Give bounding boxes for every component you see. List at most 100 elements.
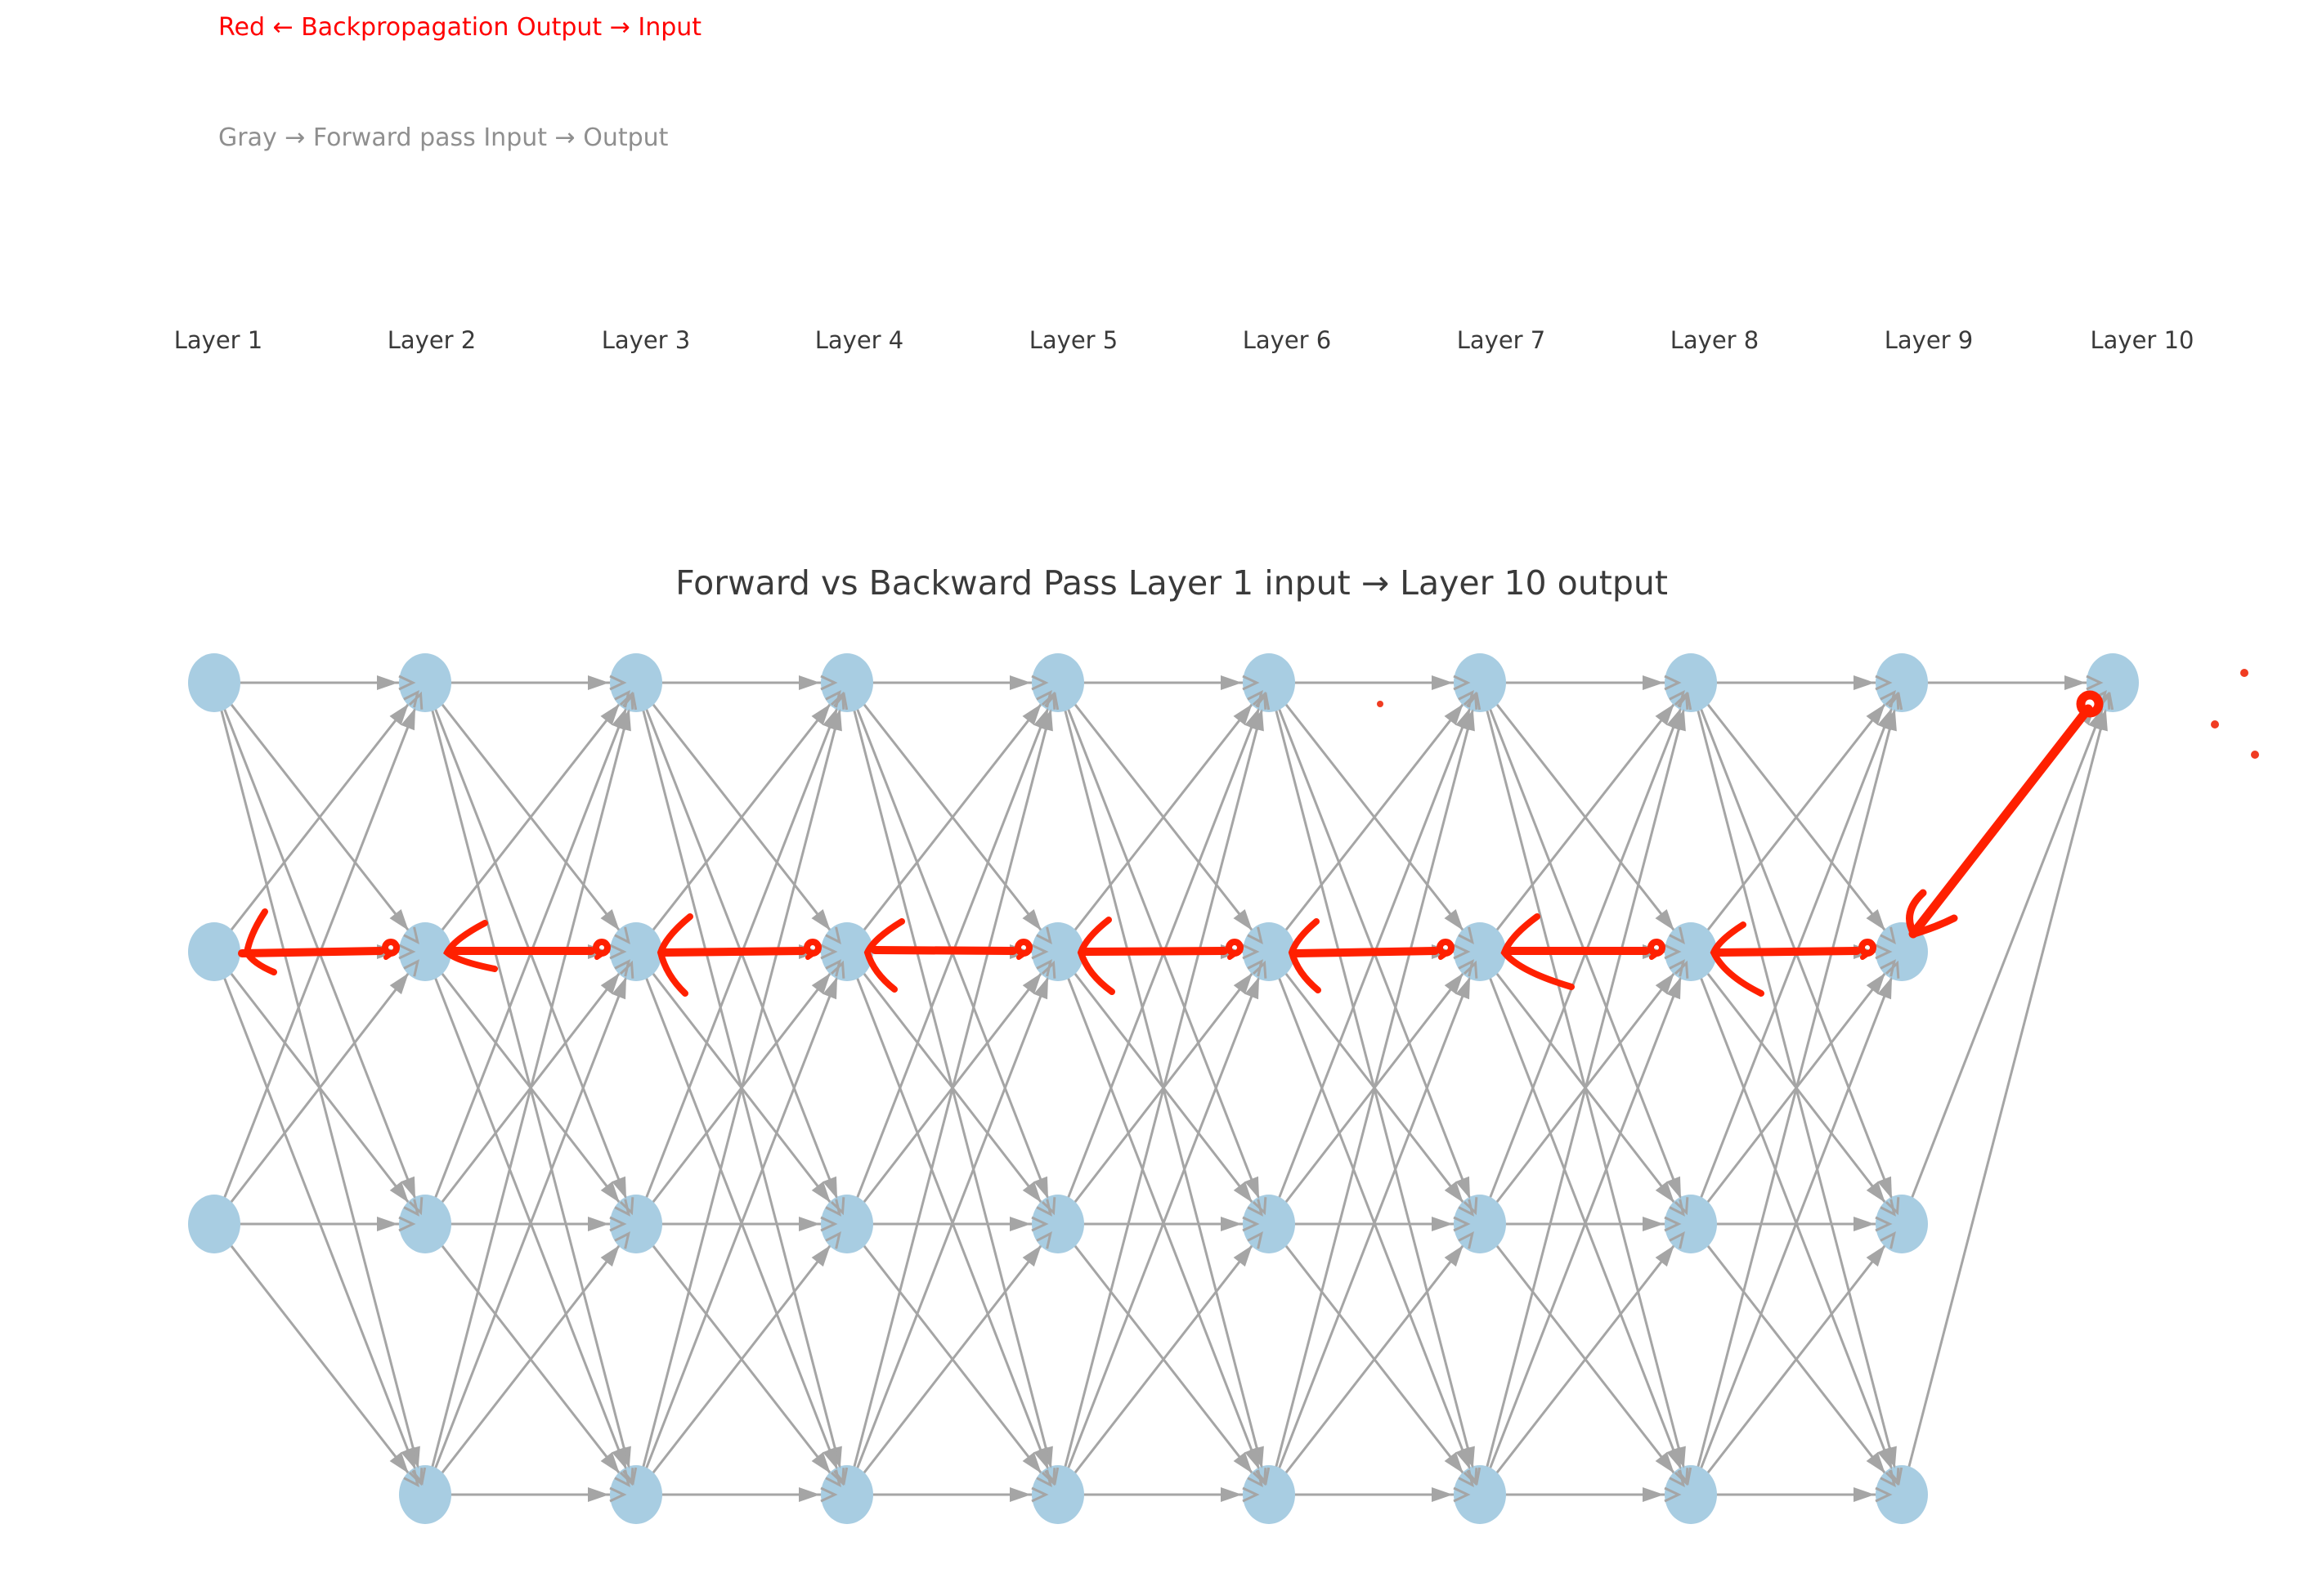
forward-chevron [1888,692,1903,711]
forward-chevron [2086,675,2104,691]
forward-arrowhead [811,1245,831,1267]
forward-chevron [830,1197,845,1216]
forward-arrowhead [1221,1487,1242,1502]
forward-arrowhead [1010,675,1031,690]
forward-arrowhead [1244,1446,1260,1470]
neuron-node [1876,1465,1928,1524]
forward-chevron [1242,675,1260,691]
backprop-arrowhead [443,920,498,972]
forward-arrowhead [1877,1176,1893,1199]
neuron-node [1032,1465,1084,1524]
neuron-node [821,1195,873,1253]
forward-chevron [1463,1468,1478,1486]
forward-arrowhead [1221,1217,1242,1231]
forward-arrowhead [1010,1487,1031,1502]
forward-edge [1267,1223,1482,1495]
forward-chevron [1669,1199,1685,1217]
neuron-node [1665,1465,1717,1524]
forward-edges [213,681,2114,1496]
forward-edge [1689,682,1903,953]
forward-chevron [1252,1468,1267,1486]
forward-chevron [1041,1468,1056,1486]
forward-chevron [619,1197,634,1216]
backprop-stroke [1715,947,1861,957]
neuron-node [821,1465,873,1524]
forward-chevron [830,691,845,710]
forward-arrowhead [1655,1181,1674,1203]
neuron-node [399,653,451,712]
layer-label: Layer 10 [2091,326,2194,354]
forward-arrowhead [2064,675,2086,690]
forward-edge [213,1223,427,1495]
forward-arrowhead [1877,976,1893,1000]
forward-chevron [1031,1486,1049,1503]
forward-edge [1478,1223,1692,1495]
backprop-arrowhead [1077,917,1115,995]
forward-chevron [1880,959,1896,977]
forward-chevron [1458,1469,1474,1487]
forward-chevron [1669,1231,1685,1249]
forward-chevron [1453,944,1471,960]
forward-arrowhead [1882,708,1897,732]
forward-chevron [1885,1468,1900,1486]
forward-arrowhead [823,1446,838,1470]
forward-arrowhead [1444,909,1464,931]
forward-edge [1478,951,1692,1495]
forward-arrowhead [1244,1176,1260,1199]
forward-chevron [1880,926,1896,944]
forward-chevron [1453,1216,1471,1232]
forward-arrowhead [612,976,627,1000]
backprop-blob-tail [1649,948,1665,960]
neuron-node [1243,922,1295,981]
forward-chevron [833,692,849,711]
forward-chevron [408,691,424,710]
backprop-arrowhead [657,913,693,997]
neuron-nodes [188,653,2139,1524]
backprop-arrowhead [243,908,277,975]
forward-edge [845,682,1060,1495]
forward-chevron [1242,1216,1260,1232]
forward-chevron [403,959,419,977]
layer-label: Layer 8 [1670,326,1759,354]
forward-chevron [1664,1216,1682,1232]
layer-label: Layer 6 [1243,326,1332,354]
forward-chevron [820,675,838,691]
neuron-node [399,1465,451,1524]
backprop-arrowhead [1710,921,1764,997]
forward-arrowhead [389,909,409,931]
forward-legend: Gray → Forward pass Input → Output [218,123,669,152]
forward-chevron [614,1469,630,1487]
forward-arrowhead [2093,708,2108,732]
forward-edge [845,951,1060,1495]
forward-chevron [1463,691,1478,710]
backprop-blob-tail [1860,948,1876,960]
forward-arrowhead [1444,973,1464,995]
forward-arrowhead [1022,973,1042,995]
forward-arrowhead [612,1176,627,1199]
forward-chevron [1242,944,1260,960]
forward-arrowhead [1455,1176,1471,1199]
forward-edge [1267,682,1482,1495]
forward-chevron [1036,926,1052,944]
forward-edge [1056,682,1271,953]
forward-chevron [1041,960,1056,979]
forward-chevron [1031,944,1049,960]
layer-label: Layer 1 [174,326,263,354]
backprop-arrowhead [863,918,905,993]
forward-chevron [398,1216,416,1232]
forward-chevron [398,944,416,960]
neuron-node [1243,653,1295,712]
forward-chevron [1458,959,1474,977]
forward-chevron [825,959,841,977]
forward-chevron [825,1199,841,1217]
backprop-stroke [871,946,1017,955]
forward-arrowhead [377,1217,398,1231]
forward-arrowhead [1038,708,1053,732]
forward-arrowhead [600,1451,620,1473]
forward-arrowhead [811,973,831,995]
neuron-node [1665,1195,1717,1253]
forward-arrowhead [1022,1451,1042,1473]
forward-chevron [825,926,841,944]
figure-title: Forward vs Backward Pass Layer 1 input →… [675,563,1668,603]
